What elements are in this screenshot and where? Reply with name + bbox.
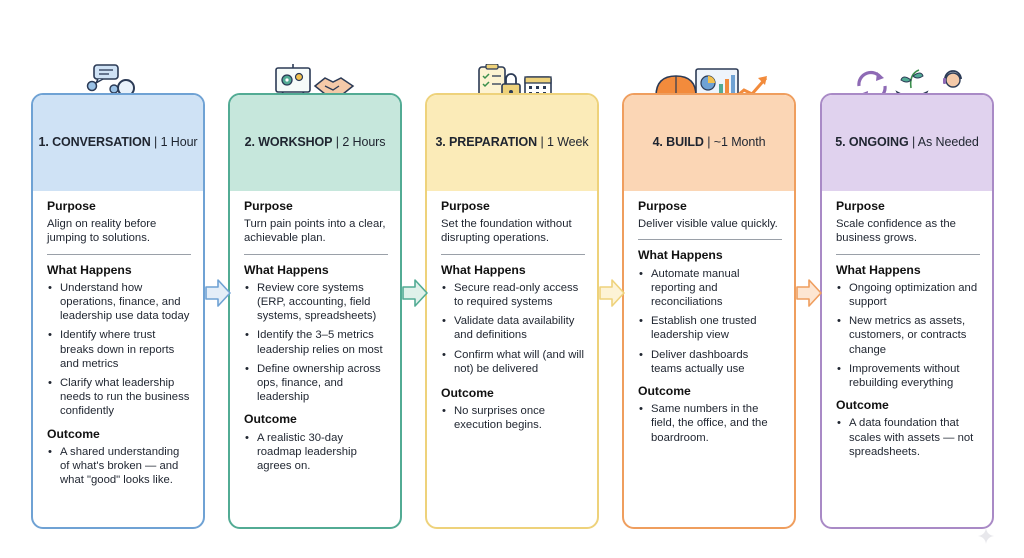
step-header: 5. ONGOING | As Needed	[822, 95, 992, 191]
purpose-title: Purpose	[47, 199, 96, 213]
list-item: Understand how operations, finance, and …	[47, 281, 191, 324]
outcome-title: Outcome	[441, 386, 494, 401]
purpose-title: Purpose	[638, 199, 687, 213]
flow-arrow-icon	[796, 279, 822, 307]
purpose-title: Purpose	[244, 199, 293, 213]
step-duration: As Needed	[917, 135, 979, 149]
step-name: 4. BUILD	[652, 135, 704, 149]
what-happens-title: What Happens	[836, 262, 921, 277]
what-happens-title: What Happens	[244, 262, 329, 277]
step-duration: 2 Hours	[342, 135, 386, 149]
outcome-list: A data foundation that scales with asset…	[836, 416, 980, 459]
list-item: A shared understanding of what's broken …	[47, 445, 191, 488]
outcome-title: Outcome	[638, 384, 691, 399]
step-name: 2. WORKSHOP	[244, 135, 333, 149]
flow-arrow-icon	[205, 279, 231, 307]
hardhat-dashboard-growth-icon	[652, 68, 768, 102]
list-item: Confirm what will (and will not) be deli…	[441, 348, 585, 376]
flow-arrow-icon	[599, 279, 625, 307]
list-item: Define ownership across ops, finance, an…	[244, 362, 388, 405]
list-item: Identify where trust breaks down in repo…	[47, 328, 191, 371]
outcome-title: Outcome	[244, 412, 297, 427]
list-item: Validate data availability and definitio…	[441, 314, 585, 342]
step-duration: ~1 Month	[713, 135, 766, 149]
what-happens-list: Review core systems (ERP, accounting, fi…	[244, 281, 388, 405]
outcome-list: Same numbers in the field, the office, a…	[638, 402, 782, 445]
list-item: Deliver dashboards teams actually use	[638, 348, 782, 376]
purpose-text: Turn pain points into a clear, achievabl…	[244, 217, 388, 255]
list-item: A realistic 30-day roadmap leadership ag…	[244, 431, 388, 474]
what-happens-list: Automate manual reporting and reconcilia…	[638, 267, 782, 376]
list-item: A data foundation that scales with asset…	[836, 416, 980, 459]
purpose-text: Align on reality before jumping to solut…	[47, 217, 191, 255]
purpose-text: Scale confidence as the business grows.	[836, 217, 980, 255]
step-header: 2. WORKSHOP | 2 Hours	[230, 95, 400, 191]
step-card-workshop: 2. WORKSHOP | 2 Hours Purpose Turn pain …	[228, 93, 402, 529]
step-header: 3. PREPARATION | 1 Week	[427, 95, 597, 191]
what-happens-title: What Happens	[47, 262, 132, 277]
list-item: Identify the 3–5 metrics leadership reli…	[244, 328, 388, 356]
outcome-list: No surprises once execution begins.	[441, 404, 585, 432]
what-happens-list: Secure read-only access to required syst…	[441, 281, 585, 376]
step-name: 1. CONVERSATION	[38, 135, 151, 149]
list-item: Improvements without rebuilding everythi…	[836, 362, 980, 390]
outcome-list: A realistic 30-day roadmap leadership ag…	[244, 431, 388, 474]
list-item: Review core systems (ERP, accounting, fi…	[244, 281, 388, 324]
step-duration: 1 Hour	[160, 135, 198, 149]
purpose-text: Set the foundation without disrupting op…	[441, 217, 585, 255]
list-item: Automate manual reporting and reconcilia…	[638, 267, 782, 310]
step-card-build: 4. BUILD | ~1 Month Purpose Deliver visi…	[622, 93, 796, 529]
outcome-list: A shared understanding of what's broken …	[47, 445, 191, 488]
sparkle-icon	[978, 528, 994, 544]
list-item: Same numbers in the field, the office, a…	[638, 402, 782, 445]
list-item: New metrics as assets, customers, or con…	[836, 314, 980, 357]
flow-arrow-icon	[402, 279, 428, 307]
list-item: Ongoing optimization and support	[836, 281, 980, 309]
step-card-conversation: 1. CONVERSATION | 1 Hour Purpose Align o…	[31, 93, 205, 529]
step-name: 3. PREPARATION	[435, 135, 538, 149]
step-card-preparation: 3. PREPARATION | 1 Week Purpose Set the …	[425, 93, 599, 529]
what-happens-title: What Happens	[441, 262, 526, 277]
what-happens-list: Ongoing optimization and support New met…	[836, 281, 980, 390]
step-duration: 1 Week	[546, 135, 589, 149]
outcome-title: Outcome	[836, 398, 889, 413]
what-happens-list: Understand how operations, finance, and …	[47, 281, 191, 419]
purpose-title: Purpose	[836, 199, 885, 213]
step-header: 1. CONVERSATION | 1 Hour	[33, 95, 203, 191]
step-header: 4. BUILD | ~1 Month	[624, 95, 794, 191]
purpose-title: Purpose	[441, 199, 490, 213]
step-name: 5. ONGOING	[835, 135, 909, 149]
purpose-text: Deliver visible value quickly.	[638, 217, 782, 241]
step-card-ongoing: 5. ONGOING | As Needed Purpose Scale con…	[820, 93, 994, 529]
list-item: Establish one trusted leadership view	[638, 314, 782, 342]
list-item: Clarify what leadership needs to run the…	[47, 376, 191, 419]
outcome-title: Outcome	[47, 426, 100, 441]
list-item: Secure read-only access to required syst…	[441, 281, 585, 309]
what-happens-title: What Happens	[638, 248, 723, 263]
list-item: No surprises once execution begins.	[441, 404, 585, 432]
